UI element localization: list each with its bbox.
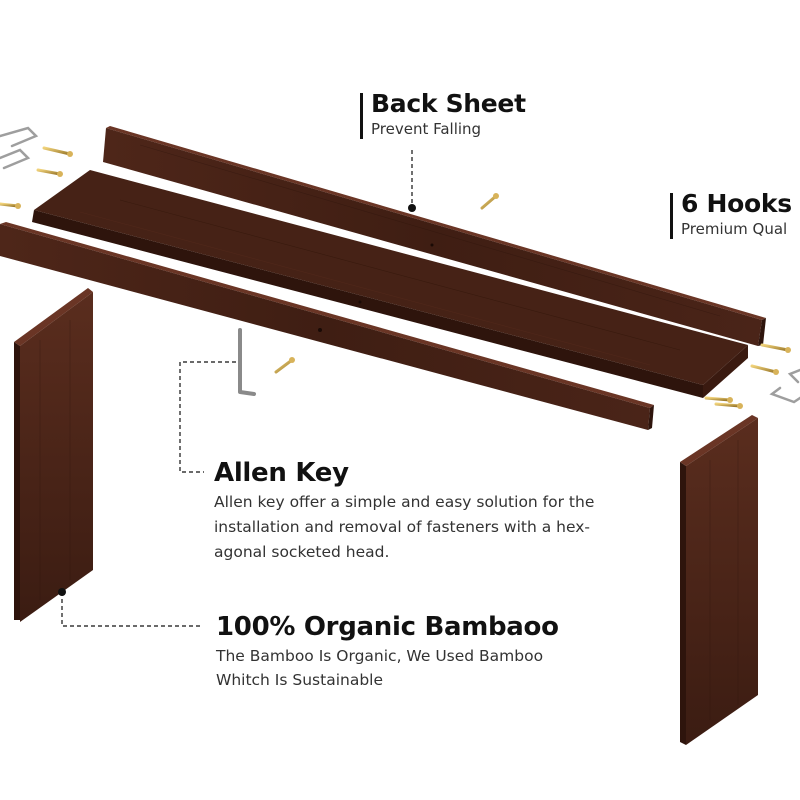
hooks-subtitle: Premium Qual [681,220,788,238]
hooks-accent-bar [670,193,673,239]
front-rail-panel [0,222,654,430]
left-leg-panel [14,288,93,622]
right-leg-panel [680,415,758,745]
hook-icon [769,368,800,404]
bamboo-line-2: Whitch Is Sustainable [216,671,384,689]
allen-key-title: Allen Key [214,458,349,488]
hook-icon [0,126,39,170]
allen-key-line-2: installation and removal of fasteners wi… [214,518,590,536]
bamboo-title: 100% Organic Bambaoo [216,612,559,642]
back-sheet-callout: Back Sheet Prevent Falling [371,89,526,139]
allen-key-callout: Allen Key Allen key offer a simple and e… [214,456,594,565]
back-sheet-accent-bar [360,93,363,139]
shelf-board-panel [32,170,748,398]
back-sheet-title: Back Sheet [371,89,526,118]
screw-head-icon [15,151,791,409]
screw-icon [0,146,790,408]
allen-key-line-1: Allen key offer a simple and easy soluti… [214,493,595,511]
leader-dots [58,204,416,596]
leader-lines [61,150,413,627]
bamboo-callout: 100% Organic Bambaoo The Bamboo Is Organ… [216,610,559,692]
allen-key-icon [238,328,256,396]
hooks-callout: 6 Hooks Premium Qual [681,189,792,239]
allen-key-line-3: agonal socketed head. [214,543,390,561]
bamboo-line-1: The Bamboo Is Organic, We Used Bamboo [216,647,544,665]
back-sheet-subtitle: Prevent Falling [371,120,482,138]
hooks-title: 6 Hooks [681,189,792,218]
back-sheet-panel [103,126,766,346]
